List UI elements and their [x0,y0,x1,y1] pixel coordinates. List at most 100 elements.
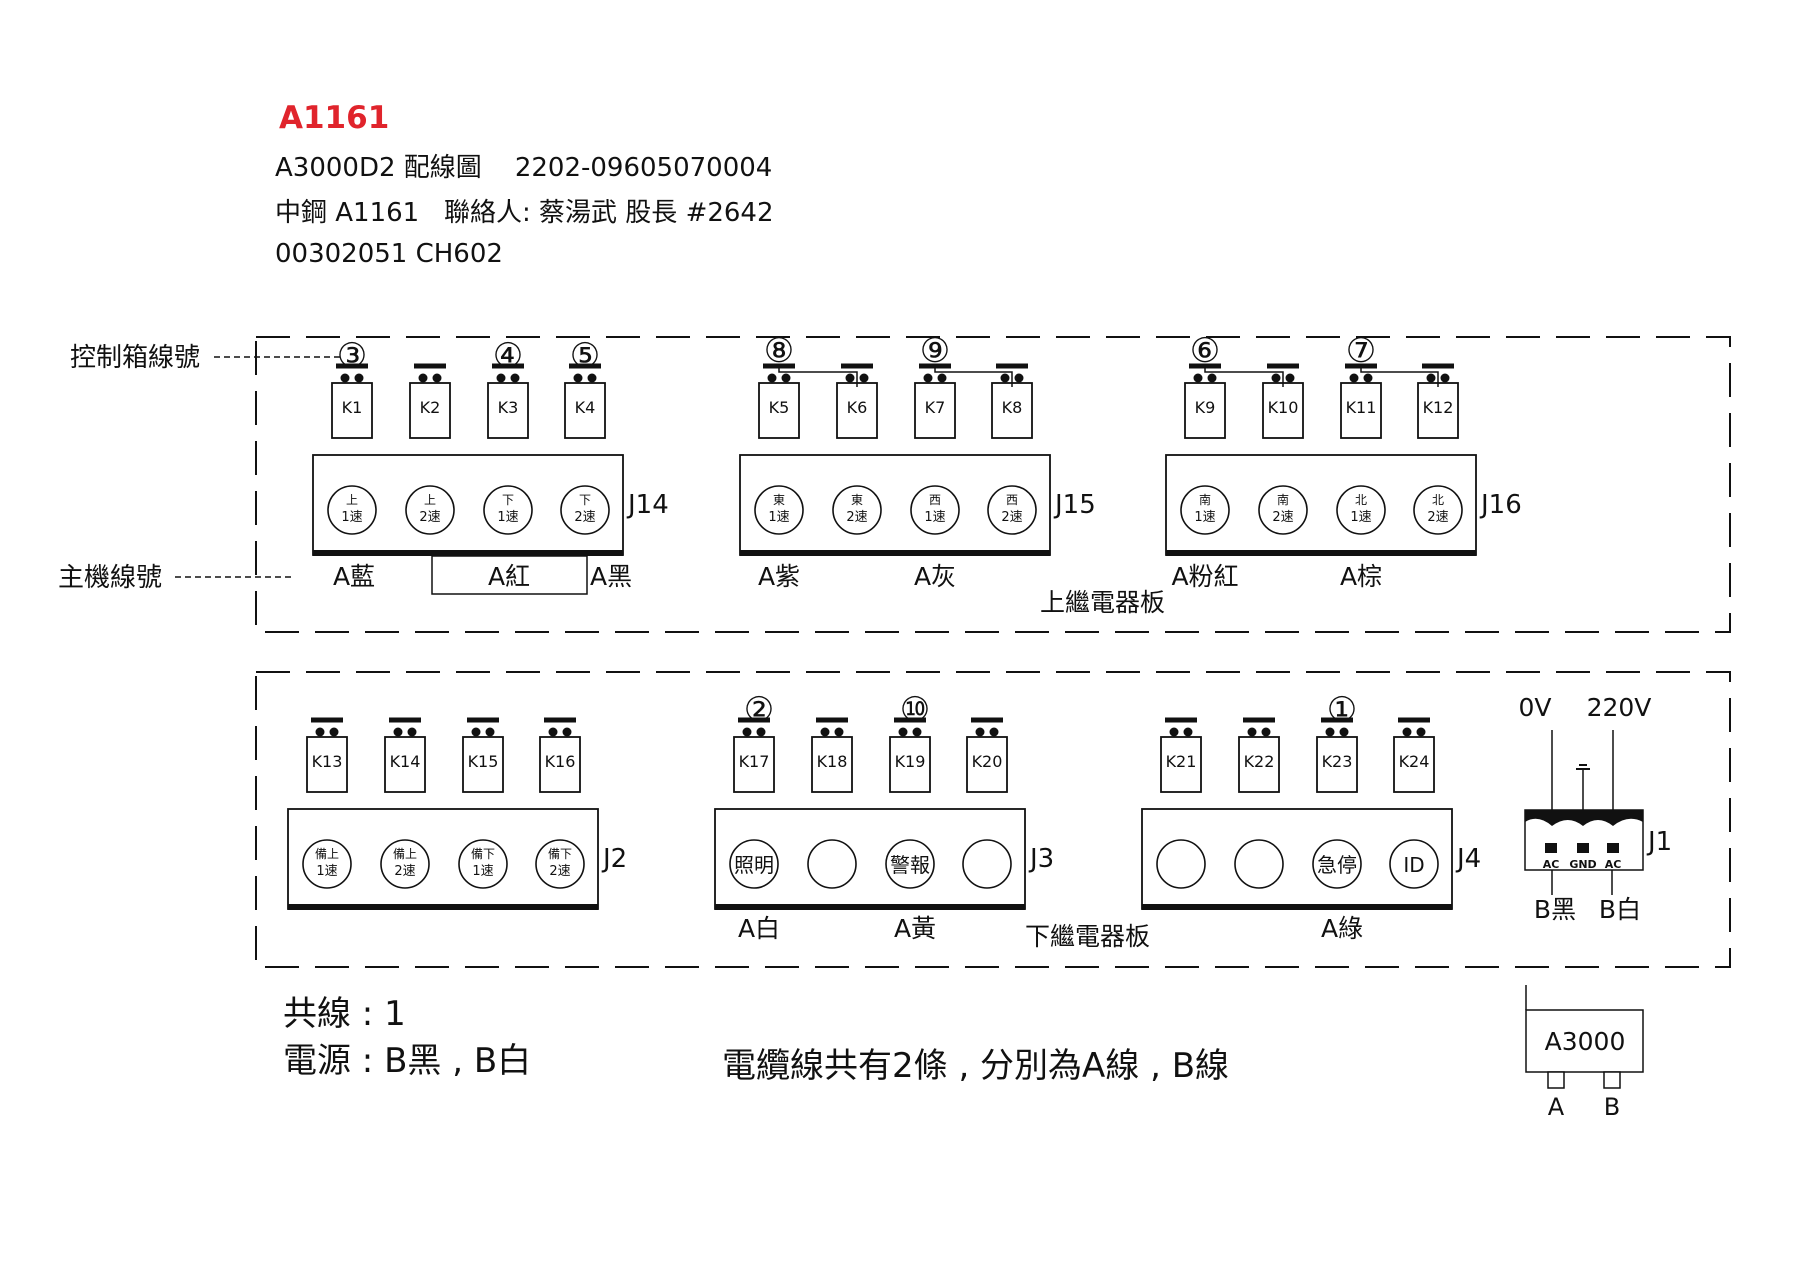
relay-body [306,736,348,793]
j15-connector-label: J15 [1053,490,1096,520]
terminal-circle [962,839,1012,889]
power-voltage-high: 220V [1587,693,1652,722]
terminal-label: 上 [424,493,436,507]
ctrl-jumper-line [778,368,858,387]
j16-connector-label: J16 [1479,490,1522,520]
relay-contact [1000,373,1010,383]
j1-connector-top [1525,810,1643,826]
terminal-circle [380,839,430,889]
relay-contact [937,373,947,383]
relay-contact [418,373,428,383]
note-power: 電源 : B黑 , B白 [283,1041,531,1081]
upper-board-label: 上繼電器板 [1040,588,1165,617]
terminal-label: 1速 [472,864,493,879]
relay-label: K20 [972,752,1003,771]
terminal-label: 北 [1432,493,1444,507]
power-wire-label: B白 [1599,895,1641,924]
wire-label: A粉紅 [1171,562,1238,591]
terminal-label: 下 [502,493,514,507]
terminal-circle [1389,839,1439,889]
relay-contact [820,727,830,737]
device-body [1525,1009,1644,1073]
device-port-b-label: B [1604,1093,1620,1121]
j1-pin [1545,843,1557,853]
wire-label: A藍 [333,562,375,591]
relay-label: K2 [420,398,441,417]
wire-label: A白 [738,914,780,943]
wire-bracket [431,555,588,595]
relay-body [836,382,878,439]
relay-contact [1426,373,1436,383]
relay-contact [315,727,325,737]
terminal-label: 備上 [393,846,417,861]
j1-pin [1577,843,1589,853]
relay-body [1393,736,1435,793]
relay-contact [1325,727,1335,737]
terminal-circle [1234,839,1284,889]
terminal-label: 1速 [316,864,337,879]
relay-contact [573,373,583,383]
header-line-model: A3000D2 配線圖 2202-09605070004 [275,153,773,183]
diagram-title: A1161 [279,100,390,136]
relay-contact [1183,727,1193,737]
j3-connector-label: J3 [1028,844,1054,874]
ctrl-number: ⑨ [920,331,950,371]
wire-label: A棕 [1340,562,1382,591]
relay-contact [548,727,558,737]
legend-host-label: 主機線號 [58,563,162,593]
relay-body [966,736,1008,793]
relay-contact [1271,373,1281,383]
relay-label: K21 [1166,752,1197,771]
terminal-circle [1413,485,1463,535]
relay-body [1184,382,1226,439]
relay-body [1160,736,1202,793]
terminal-label: 照明 [734,853,774,877]
ctrl-number: ① [1327,690,1357,730]
ctrl-number: ⑧ [764,331,794,371]
device-label: A3000 [1545,1027,1626,1056]
terminal-circle [302,839,352,889]
relay-label: K10 [1268,398,1299,417]
upper-board-outline [255,336,1731,633]
j14-connector-label: J14 [626,490,669,520]
relay-contact [756,727,766,737]
terminal-label: 警報 [890,853,930,877]
terminal-label: 下 [579,493,591,507]
device-port [1603,1071,1621,1089]
terminal-label: 東 [851,493,863,507]
relay-contact [587,373,597,383]
terminal-label: 1速 [924,510,945,525]
terminal-circle [832,485,882,535]
ctrl-number: ⑦ [1346,331,1376,371]
relay-contact [975,727,985,737]
relay-contact [340,373,350,383]
power-wire-label: B黑 [1534,895,1576,924]
relay-contact [767,373,777,383]
relay-label: K8 [1002,398,1023,417]
terminal-label: 2速 [1427,510,1448,525]
relay-body [733,736,775,793]
wire-label: A紅 [488,562,530,591]
relay-label: K23 [1322,752,1353,771]
wire-label: A紫 [758,562,800,591]
relay-contact [562,727,572,737]
relay-contact [1169,727,1179,737]
terminal-circle [987,485,1037,535]
relay-contact [912,727,922,737]
relay-label: K5 [769,398,790,417]
note-common: 共線 : 1 [283,994,406,1034]
j1-pin-label: AC [1543,858,1560,871]
relay-contact [1363,373,1373,383]
terminal-label: ID [1403,853,1424,877]
relay-contact [742,727,752,737]
terminal-label: 北 [1355,493,1367,507]
relay-contact [485,727,495,737]
ctrl-number: ③ [337,336,367,376]
terminal-label: 2速 [394,864,415,879]
relay-label: K9 [1195,398,1216,417]
relay-contact [1349,373,1359,383]
relay-contact [432,373,442,383]
ctrl-number: ④ [493,336,523,376]
terminal-label: 上 [346,493,358,507]
ctrl-number: ② [744,690,774,730]
